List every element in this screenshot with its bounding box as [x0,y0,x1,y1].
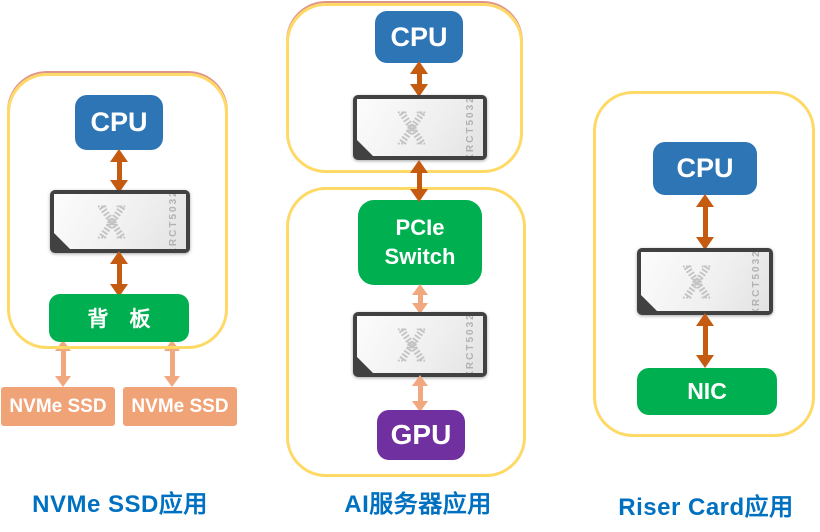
ai-app-caption: AI服务器应用 [344,491,492,518]
arrow-head-up [696,313,714,326]
backplane-box: 背 板 [49,294,189,342]
riser-cpu-box: CPU [653,142,757,195]
arrow-head-up [55,340,71,351]
arrow-head-down [412,401,428,412]
arrow-shaft [116,162,122,180]
arrow-head-up [164,340,180,351]
arrow-head-down [412,303,428,314]
ai-cpu-chip-arrow [410,61,428,97]
chip-part-number: XRCT5032 [751,248,762,315]
nvme-chip-backplane-arrow [110,251,128,297]
arrow-shaft [417,295,423,303]
nvme-ssd-box-right: NVMe SSD [123,387,237,426]
arrow-shaft [116,264,122,284]
xrct5032-chip-nvme: XRCT5032 [50,190,190,253]
chip-x-logo [680,263,714,301]
chip-part-number: XRCT5032 [465,311,476,378]
ai-chip-switch-arrow [410,160,428,202]
pcie-switch-line1: PCIe [395,214,445,240]
nic-box: NIC [637,368,777,415]
xrct5032-chip-ai-lower: XRCT5032 [353,312,487,377]
nvme-ssd-box-left: NVMe SSD [1,387,115,426]
arrow-shaft [416,173,422,189]
chip-body: XRCT5032 [641,252,769,311]
nvme-cpu-box: CPU [75,95,163,150]
chip-part-number: XRCT5032 [168,188,179,255]
arrow-head-down [410,84,428,97]
chip-x-logo [395,326,429,364]
backplane-ssd-arrow-left [54,340,72,387]
arrow-head-up [410,61,428,74]
arrow-head-up [412,284,428,295]
arrow-head-up [410,160,428,173]
xrct5032-chip-riser: XRCT5032 [637,248,773,315]
arrow-head-down [164,376,180,387]
arrow-shaft [417,386,423,401]
chip-body: XRCT5032 [357,99,483,156]
pcie-switch-line2: Switch [384,243,456,269]
ai-cpu-box: CPU [375,11,463,63]
ai-switch-chip-arrow [411,284,429,314]
gpu-box: GPU [377,410,465,460]
backplane-ssd-arrow-right [163,340,181,387]
arrow-head-up [110,149,128,162]
ai-chip-gpu-arrow [411,375,429,412]
chip-x-logo [95,203,129,241]
arrow-shaft [60,351,66,376]
arrow-head-down [110,284,128,297]
riser-app-caption: Riser Card应用 [618,494,794,521]
arrow-shaft [416,74,422,84]
arrow-head-down [696,237,714,250]
pcie-switch-box: PCIe Switch [358,200,482,285]
riser-cpu-chip-arrow [696,194,714,250]
arrow-head-down [696,355,714,368]
arrow-head-up [110,251,128,264]
nvme-cpu-chip-arrow [110,149,128,193]
riser-chip-nic-arrow [696,313,714,368]
arrow-head-down [110,180,128,193]
chip-x-logo [395,109,429,147]
chip-body: XRCT5032 [357,316,483,373]
xrct5032-chip-ai-upper: XRCT5032 [353,95,487,160]
arrow-head-up [696,194,714,207]
arrow-shaft [702,207,708,237]
chip-part-number: XRCT5032 [465,94,476,161]
nvme-app-caption: NVMe SSD应用 [32,491,208,518]
chip-body: XRCT5032 [54,194,186,249]
arrow-head-down [410,189,428,202]
arrow-head-down [55,376,71,387]
arrow-shaft [169,351,175,376]
arrow-head-up [412,375,428,386]
arrow-shaft [702,326,708,355]
